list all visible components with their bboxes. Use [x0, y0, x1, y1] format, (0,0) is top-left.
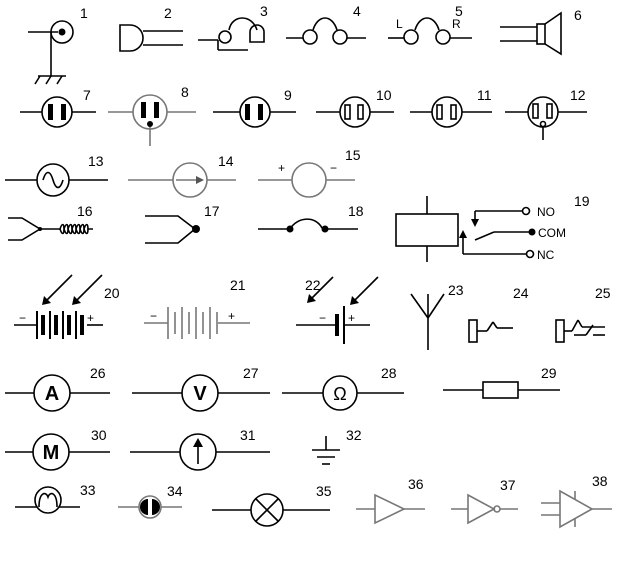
- symbol-6-speaker: 6: [500, 7, 582, 56]
- symbol-number: 29: [541, 365, 557, 381]
- symbol-36-buffer: 36: [356, 476, 425, 525]
- minus-label: −: [19, 311, 26, 325]
- symbol-number: 11: [477, 87, 492, 103]
- symbol-number: 36: [408, 476, 424, 492]
- symbol-27-voltmeter: V 27: [132, 365, 270, 412]
- plus-label: +: [87, 311, 94, 325]
- symbol-number: 24: [513, 285, 529, 301]
- symbol-number: 37: [500, 477, 516, 493]
- symbol-14-current-source: 14: [128, 153, 236, 198]
- minus-label: −: [330, 161, 337, 175]
- symbol-number: 18: [348, 203, 364, 219]
- symbol-number: 3: [260, 3, 268, 19]
- symbol-2-microphone: 2: [119, 5, 183, 52]
- symbol-number: 12: [570, 87, 586, 103]
- symbol-38-op-amp: 38: [541, 473, 612, 529]
- symbol-number: 27: [243, 365, 259, 381]
- symbol-number: 4: [353, 3, 361, 19]
- symbol-8-grounded-outlet: 8: [108, 84, 196, 146]
- symbol-number: 26: [90, 365, 106, 381]
- symbol-number: 34: [167, 483, 183, 499]
- symbol-23-antenna: 23: [410, 282, 464, 350]
- voltmeter-label: V: [193, 383, 207, 405]
- symbol-number: 32: [346, 427, 362, 443]
- symbol-number: 13: [88, 153, 104, 169]
- symbol-number: 28: [381, 365, 397, 381]
- symbol-number: 14: [218, 153, 234, 169]
- symbol-number: 20: [104, 285, 120, 301]
- symbol-11-outlet-open: 11: [410, 87, 492, 128]
- symbol-26-ammeter: A 26: [5, 365, 110, 412]
- symbol-37-inverter: 37: [451, 477, 518, 525]
- plus-label: +: [348, 311, 355, 325]
- plus-label: +: [278, 161, 285, 175]
- symbol-9-outlet: 9: [213, 87, 296, 128]
- symbol-3-headset: 3: [198, 3, 268, 51]
- motor-label: M: [43, 442, 60, 464]
- symbol-34-diode-lamp: 34: [118, 483, 183, 519]
- symbol-number: 15: [345, 147, 361, 163]
- com-label: COM: [538, 226, 566, 240]
- symbol-number: 9: [284, 87, 292, 103]
- minus-label: −: [319, 311, 326, 325]
- symbol-16-thermocouple-coil: 16: [8, 203, 93, 241]
- symbol-number: 8: [181, 84, 189, 100]
- symbol-25-switched-jack: 25: [555, 285, 611, 343]
- symbol-35-lamp: 35: [212, 483, 332, 527]
- symbol-number: 6: [574, 7, 582, 23]
- symbol-22-photocell: − + 22: [296, 276, 379, 344]
- symbol-12-grounded-outlet-open: 12: [505, 87, 587, 140]
- symbol-number: 19: [574, 193, 590, 209]
- symbol-number: 31: [240, 427, 256, 443]
- symbol-20-photovoltaic-battery: − + 20: [14, 274, 120, 339]
- symbol-4-headphones: 4: [286, 3, 366, 45]
- symbol-number: 17: [204, 203, 220, 219]
- symbol-10-outlet-open: 10: [316, 87, 394, 128]
- symbol-33-neon-lamp: 33: [15, 482, 96, 514]
- symbol-17-thermocouple: 17: [145, 203, 220, 244]
- ohmmeter-label: Ω: [333, 384, 346, 404]
- symbol-21-battery: − + 21: [144, 277, 250, 339]
- symbol-7-outlet: 7: [20, 87, 96, 128]
- left-label: L: [396, 17, 403, 31]
- minus-label: −: [150, 309, 157, 323]
- symbol-13-ac-source: 13: [5, 153, 108, 197]
- symbol-number: 1: [80, 5, 88, 21]
- symbol-30-motor: M 30: [5, 427, 110, 471]
- symbol-number: 10: [376, 87, 392, 103]
- symbol-number: 33: [80, 482, 96, 498]
- symbol-number: 5: [455, 3, 463, 19]
- symbol-number: 25: [595, 285, 611, 301]
- symbol-19-relay: NO COM NC 19: [395, 193, 590, 262]
- symbol-28-ohmmeter: Ω 28: [282, 365, 404, 411]
- symbol-number: 23: [448, 282, 464, 298]
- symbol-number: 2: [164, 5, 172, 21]
- symbol-32-ground: 32: [312, 427, 362, 465]
- symbol-15-dc-source: + − 15: [258, 147, 361, 198]
- symbol-number: 38: [592, 473, 608, 489]
- symbol-number: 16: [77, 203, 93, 219]
- symbol-18-switch: 18: [258, 203, 364, 233]
- symbol-number: 21: [230, 277, 246, 293]
- symbol-number: 30: [91, 427, 107, 443]
- symbol-1-coax-jack: 1: [28, 5, 88, 85]
- symbol-24-phone-jack: 24: [468, 285, 529, 343]
- plus-label: +: [228, 309, 235, 323]
- right-label: R: [452, 17, 461, 31]
- nc-label: NC: [537, 248, 555, 262]
- symbol-29-fuse: 29: [443, 365, 560, 399]
- symbol-number: 35: [316, 483, 332, 499]
- symbol-number: 7: [83, 87, 91, 103]
- symbol-31-galvanometer: 31: [130, 427, 270, 471]
- ammeter-label: A: [45, 383, 59, 405]
- symbol-5-stereo-headphones: L R 5: [388, 3, 472, 45]
- no-label: NO: [537, 205, 555, 219]
- symbol-number: 22: [305, 277, 321, 293]
